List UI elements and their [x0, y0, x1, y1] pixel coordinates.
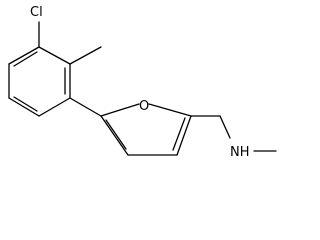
- bond-ch2-n: [219, 115, 231, 139]
- bond-furan-c5-o: [100, 103, 140, 117]
- nitrogen-label: NH: [230, 145, 250, 160]
- bond-furan-double-2: [105, 119, 127, 150]
- bond-furan-c4-c5: [100, 115, 129, 156]
- bond-ring-c1-c2: [38, 46, 71, 65]
- bond-furan-double-1: [172, 117, 186, 151]
- molecule-diagram: Cl O NH: [8, 5, 277, 160]
- bond-furan-o-c2: [148, 103, 192, 117]
- bond-ring-c4-c5: [8, 97, 40, 117]
- oxygen-label: O: [139, 99, 149, 114]
- bond-ring-double-3: [13, 51, 38, 67]
- bond-furan-c2-c3: [176, 115, 192, 156]
- bond-ring-c6-c1: [8, 46, 40, 65]
- bond-c2-methyl: [69, 46, 102, 65]
- chlorine-label: Cl: [30, 5, 43, 20]
- bond-aryl-furan: [69, 97, 102, 117]
- structure-canvas: Cl O NH: [8, 5, 277, 160]
- bond-ring-c3-c4: [38, 97, 71, 117]
- bond-ring-double-2: [13, 96, 38, 112]
